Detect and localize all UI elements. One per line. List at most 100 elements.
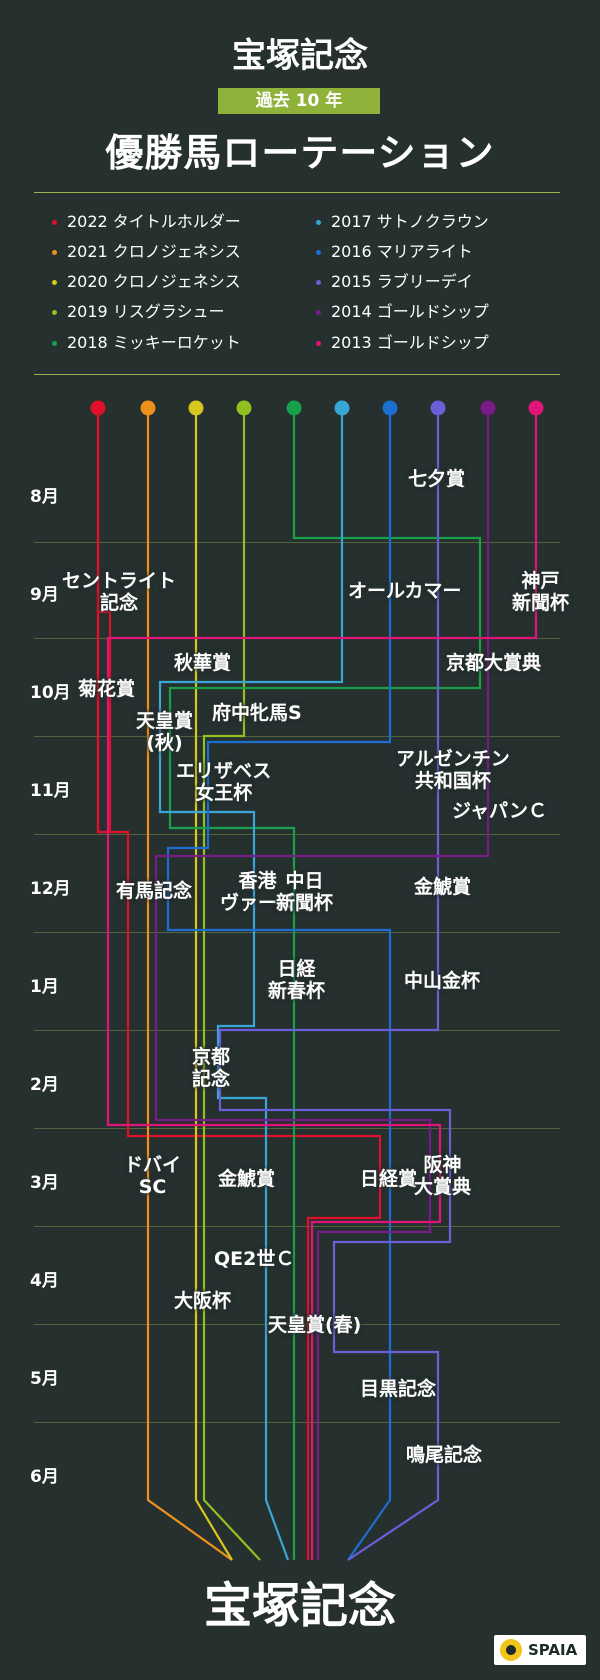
race-label-hanshin-daishoten: 阪神大賞典 bbox=[414, 1154, 472, 1198]
month-gridline bbox=[34, 834, 560, 835]
race-label-kinko-dec: 金鯱賞 bbox=[414, 876, 472, 898]
legend-dot-icon bbox=[316, 341, 321, 346]
month-label: 10月 bbox=[30, 683, 71, 703]
legend-item: 2015 ラブリーデイ bbox=[316, 272, 473, 292]
race-label-kyoto-daishoten: 京都大賞典 bbox=[446, 652, 542, 674]
race-label-qe2: QE2世Ｃ bbox=[214, 1248, 295, 1270]
horse-start-dot bbox=[334, 400, 350, 416]
month-label: 4月 bbox=[30, 1271, 59, 1291]
legend-label: 2019 リスグラシュー bbox=[67, 302, 225, 321]
race-label-osaka-hai: 大阪杯 bbox=[174, 1290, 232, 1312]
legend-label: 2014 ゴールドシップ bbox=[331, 302, 489, 321]
rotation-path bbox=[166, 408, 392, 1561]
legend-dot-icon bbox=[316, 220, 321, 225]
page-title: 宝塚記念 bbox=[232, 36, 368, 76]
horse-start-dot bbox=[90, 400, 106, 416]
rotation-path bbox=[194, 408, 233, 1561]
race-label-kyoto-kinen: 京都記念 bbox=[192, 1046, 231, 1090]
legend-dot-icon bbox=[316, 250, 321, 255]
legend-dot-icon bbox=[52, 280, 57, 285]
month-gridline bbox=[34, 1422, 560, 1423]
legend-top-rule bbox=[34, 192, 560, 193]
legend-label: 2017 サトノクラウン bbox=[331, 212, 489, 231]
month-gridline bbox=[34, 932, 560, 933]
race-label-all-comers: オールカマー bbox=[348, 580, 462, 602]
month-label: 2月 bbox=[30, 1075, 59, 1095]
legend-dot-icon bbox=[52, 310, 57, 315]
rotation-path bbox=[218, 408, 452, 1561]
month-label: 5月 bbox=[30, 1369, 59, 1389]
rotation-path bbox=[202, 408, 261, 1561]
legend-bottom-rule bbox=[34, 374, 560, 375]
legend-item: 2021 クロノジェネシス bbox=[52, 242, 241, 262]
legend-item: 2022 タイトルホルダー bbox=[52, 212, 241, 232]
race-label-hk-vase: 香港ヴァーズ bbox=[220, 870, 296, 914]
horse-start-dot bbox=[528, 400, 544, 416]
horse-start-dot bbox=[382, 400, 398, 416]
month-gridline bbox=[34, 1324, 560, 1325]
spaia-logo: SPAIA bbox=[494, 1635, 586, 1665]
legend-item: 2019 リスグラシュー bbox=[52, 302, 225, 322]
rotation-path bbox=[168, 408, 482, 1560]
legend-dot-icon bbox=[316, 310, 321, 315]
race-label-elizabeth: エリザベス女王杯 bbox=[176, 760, 272, 804]
race-label-naruo: 鳴尾記念 bbox=[406, 1444, 483, 1466]
race-label-kinko-mar: 金鯱賞 bbox=[218, 1168, 276, 1190]
destination-race-title: 宝塚記念 bbox=[203, 1578, 396, 1634]
horse-start-dot bbox=[140, 400, 156, 416]
legend-item: 2018 ミッキーロケット bbox=[52, 333, 241, 353]
race-label-meguro: 目黒記念 bbox=[360, 1378, 437, 1400]
race-label-st-leger: セントライト記念 bbox=[62, 570, 177, 614]
page-subtitle: 優勝馬ローテーション bbox=[105, 131, 495, 175]
race-label-shuka: 秋華賞 bbox=[174, 652, 232, 674]
legend-item: 2020 クロノジェネシス bbox=[52, 272, 241, 292]
month-label: 12月 bbox=[30, 879, 71, 899]
horse-start-dot bbox=[236, 400, 252, 416]
month-label: 1月 bbox=[30, 977, 59, 997]
race-label-tanabata: 七夕賞 bbox=[408, 468, 466, 490]
race-label-kikka: 菊花賞 bbox=[78, 678, 136, 700]
horse-start-dot bbox=[480, 400, 496, 416]
month-label: 8月 bbox=[30, 487, 59, 507]
race-label-fuchu-himba: 府中牝馬S bbox=[212, 702, 302, 724]
legend-item: 2017 サトノクラウン bbox=[316, 212, 489, 232]
horse-start-dot bbox=[286, 400, 302, 416]
horse-start-dot bbox=[430, 400, 446, 416]
legend-label: 2013 ゴールドシップ bbox=[331, 333, 489, 352]
race-label-nakayama-kimpai: 中山金杯 bbox=[404, 970, 481, 992]
legend-item: 2013 ゴールドシップ bbox=[316, 333, 489, 353]
horse-start-dot bbox=[188, 400, 204, 416]
legend-dot-icon bbox=[52, 250, 57, 255]
month-gridline bbox=[34, 1226, 560, 1227]
race-label-arima: 有馬記念 bbox=[116, 880, 193, 902]
legend-label: 2016 マリアライト bbox=[331, 242, 473, 261]
legend-label: 2022 タイトルホルダー bbox=[67, 212, 241, 231]
legend-dot-icon bbox=[52, 341, 57, 346]
month-gridline bbox=[34, 1128, 560, 1129]
month-label: 9月 bbox=[30, 585, 59, 605]
rotation-path bbox=[158, 408, 344, 1561]
legend-dot-icon bbox=[316, 280, 321, 285]
period-badge: 過去 10 年 bbox=[218, 88, 380, 114]
race-label-nikkei-shinshun: 日経新春杯 bbox=[268, 958, 326, 1002]
legend-label: 2018 ミッキーロケット bbox=[67, 333, 241, 352]
legend-label: 2015 ラブリーデイ bbox=[331, 272, 473, 291]
race-label-chunichi: 中日新聞杯 bbox=[276, 870, 334, 914]
month-label: 3月 bbox=[30, 1173, 59, 1193]
legend-item: 2016 マリアライト bbox=[316, 242, 473, 262]
legend-label: 2021 クロノジェネシス bbox=[67, 242, 241, 261]
legend-dot-icon bbox=[52, 220, 57, 225]
month-label: 6月 bbox=[30, 1467, 59, 1487]
race-label-nikkei-sho: 日経賞 bbox=[360, 1168, 418, 1190]
rotation-path bbox=[96, 408, 382, 1560]
race-label-tenno-haru: 天皇賞(春) bbox=[268, 1314, 362, 1336]
race-label-japan-cup: ジャパンＣ bbox=[452, 800, 548, 822]
month-gridline bbox=[34, 542, 560, 543]
race-label-argentine: アルゼンチン共和国杯 bbox=[396, 748, 510, 792]
spaia-mark-icon bbox=[500, 1639, 522, 1661]
month-gridline bbox=[34, 736, 560, 737]
month-label: 11月 bbox=[30, 781, 71, 801]
rotation-path bbox=[106, 408, 538, 1560]
